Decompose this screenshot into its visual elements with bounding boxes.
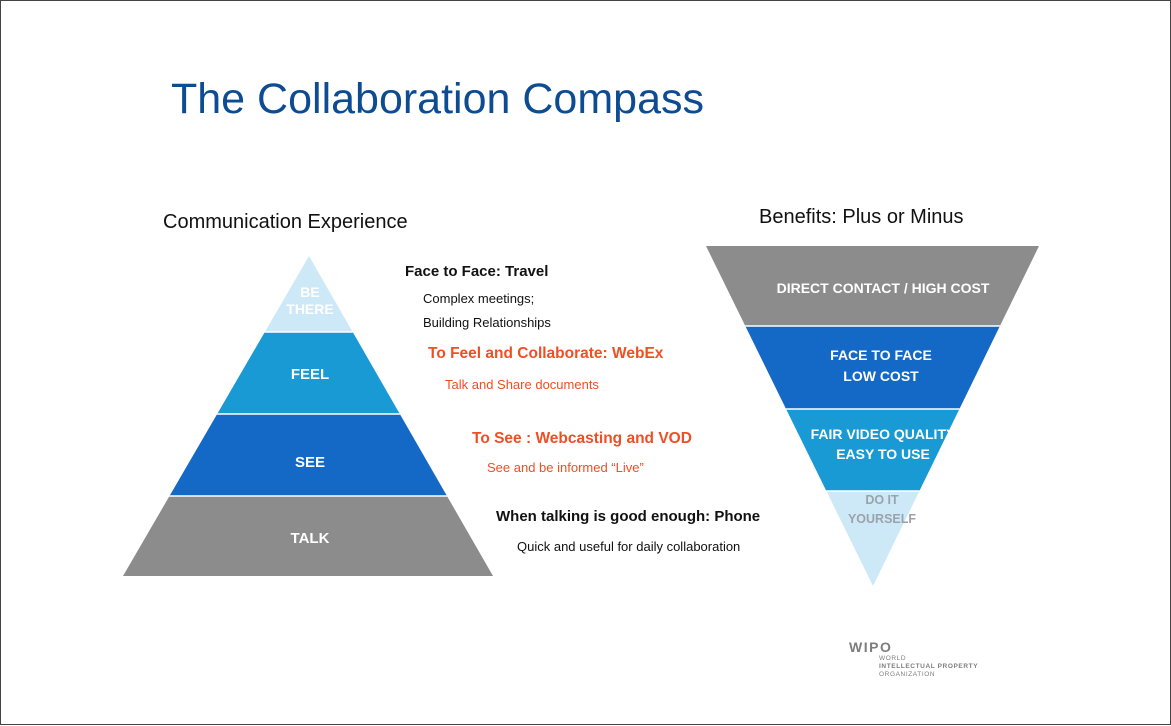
benefit-label-yourself: YOURSELF	[848, 512, 916, 526]
note-talk-line-1: Quick and useful for daily collaboration	[517, 539, 741, 554]
logo-name: WIPO	[849, 639, 893, 655]
logo-line-3: ORGANIZATION	[879, 671, 936, 678]
note-face-to-face-line-2: Building Relationships	[423, 315, 551, 330]
note-see-heading: To See : Webcasting and VOD	[472, 430, 692, 447]
benefit-label-easy-to-use: EASY TO USE	[836, 446, 930, 462]
right-heading: Benefits: Plus or Minus	[759, 206, 964, 228]
logo-line-1: WORLD	[879, 655, 907, 662]
benefit-label-direct-contact: DIRECT CONTACT / HIGH COST	[777, 280, 990, 296]
benefit-label-face-to-face: FACE TO FACE	[830, 347, 932, 363]
pyramid-label-there: THERE	[286, 301, 333, 317]
benefit-label-do-it: DO IT	[865, 493, 899, 507]
pyramid-label-be: BE	[300, 284, 319, 300]
note-face-to-face-heading: Face to Face: Travel	[405, 263, 549, 280]
pyramid-level-see	[123, 414, 493, 496]
note-feel-line-1: Talk and Share documents	[445, 377, 599, 392]
benefits-triangle	[706, 246, 1039, 586]
benefit-label-low-cost: LOW COST	[843, 368, 919, 384]
note-talk-heading: When talking is good enough: Phone	[496, 508, 761, 525]
experience-pyramid	[123, 256, 493, 576]
note-feel-heading: To Feel and Collaborate: WebEx	[428, 345, 664, 362]
pyramid-level-talk	[123, 496, 493, 576]
pyramid-label-talk: TALK	[291, 530, 330, 547]
pyramid-level-be-there	[123, 256, 493, 332]
pyramid-label-feel: FEEL	[291, 366, 329, 383]
wipo-logo: WIPO WORLD INTELLECTUAL PROPERTY ORGANIZ…	[849, 639, 978, 679]
benefit-level-direct-contact	[706, 246, 1039, 326]
logo-line-2: INTELLECTUAL PROPERTY	[879, 663, 979, 670]
left-heading: Communication Experience	[163, 211, 408, 233]
slide-title: The Collaboration Compass	[171, 75, 704, 123]
note-face-to-face-line-1: Complex meetings;	[423, 291, 535, 306]
note-see-line-1: See and be informed “Live”	[487, 460, 644, 475]
benefit-label-fair-video: FAIR VIDEO QUALITY	[811, 426, 956, 442]
pyramid-label-see: SEE	[295, 454, 325, 471]
